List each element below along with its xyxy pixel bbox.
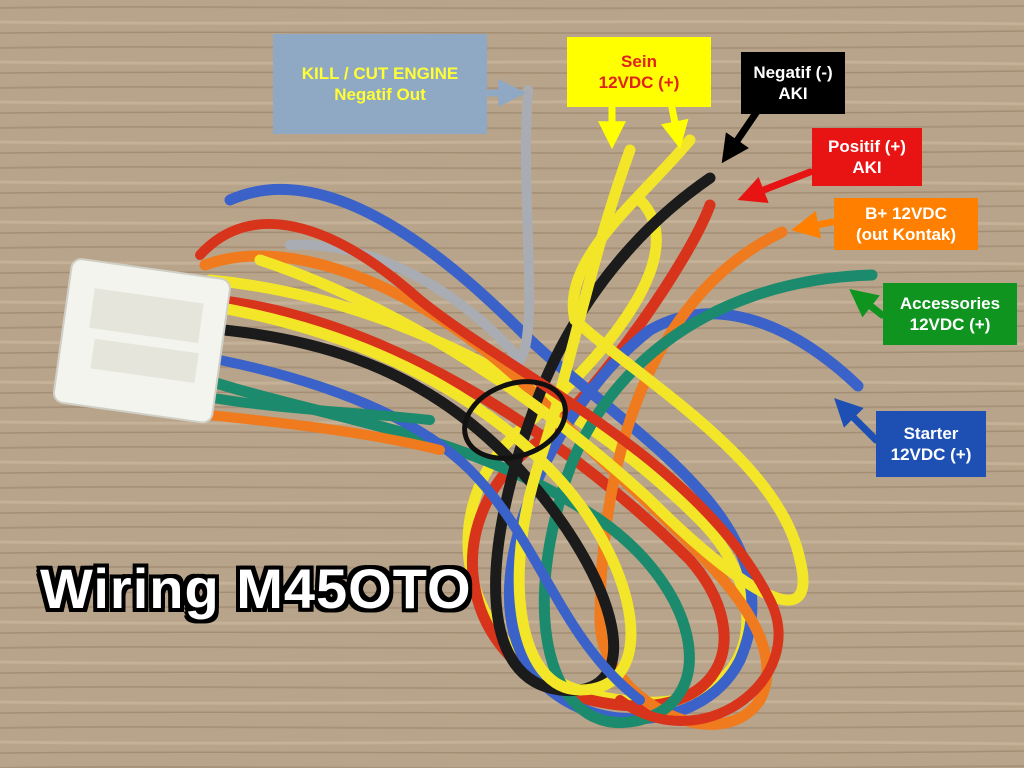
wire-loop-yellow-2 [164,144,637,696]
cable-tie [462,379,568,461]
label-kill-line2: Negatif Out [334,85,426,104]
arrow-accessories [849,289,886,319]
arrow-bplus [791,210,836,239]
page-title: Wiring M45OTO [40,557,472,620]
label-sein: Sein 12VDC (+) [567,37,711,107]
label-positif-aki: Positif (+) AKI [812,128,922,186]
label-sein-line1: Sein [621,52,657,71]
arrow-starter [834,398,880,444]
label-accessories-line1: Accessories [899,294,1001,313]
connector [52,258,231,424]
label-negatif-aki: Negatif (-) AKI [741,52,845,114]
label-sein-line2: 12VDC (+) [598,73,680,92]
arrow-negatif [721,106,762,164]
label-bplus: B+ 12VDC (out Kontak) [834,198,978,250]
pointer-arrows [486,79,886,444]
label-bplus-line1: B+ 12VDC [865,204,947,223]
arrow-positif [737,168,814,203]
label-starter-line2: 12VDC (+) [890,445,972,464]
label-positif-line1: Positif (+) [828,137,906,156]
wire-bundle [115,85,878,730]
label-kill-line1: KILL / CUT ENGINE [301,64,459,83]
label-starter-line1: Starter [903,424,959,443]
label-kill-cut-engine: KILL / CUT ENGINE Negatif Out [273,34,487,134]
wire-loop-red-2 [195,219,784,726]
label-bplus-line2: (out Kontak) [855,225,957,244]
wire-loop-blue [224,184,864,725]
label-negatif-line2: AKI [778,84,808,103]
arrow-sein-2 [660,104,689,149]
label-starter: Starter 12VDC (+) [876,411,986,477]
label-negatif-line1: Negatif (-) [753,63,833,82]
label-positif-line2: AKI [852,158,882,177]
wire-loop-blue-2 [115,340,645,705]
label-accessories: Accessories 12VDC (+) [883,283,1017,345]
label-accessories-line2: 12VDC (+) [909,315,991,334]
wire-loop-yellow-3 [254,134,809,606]
